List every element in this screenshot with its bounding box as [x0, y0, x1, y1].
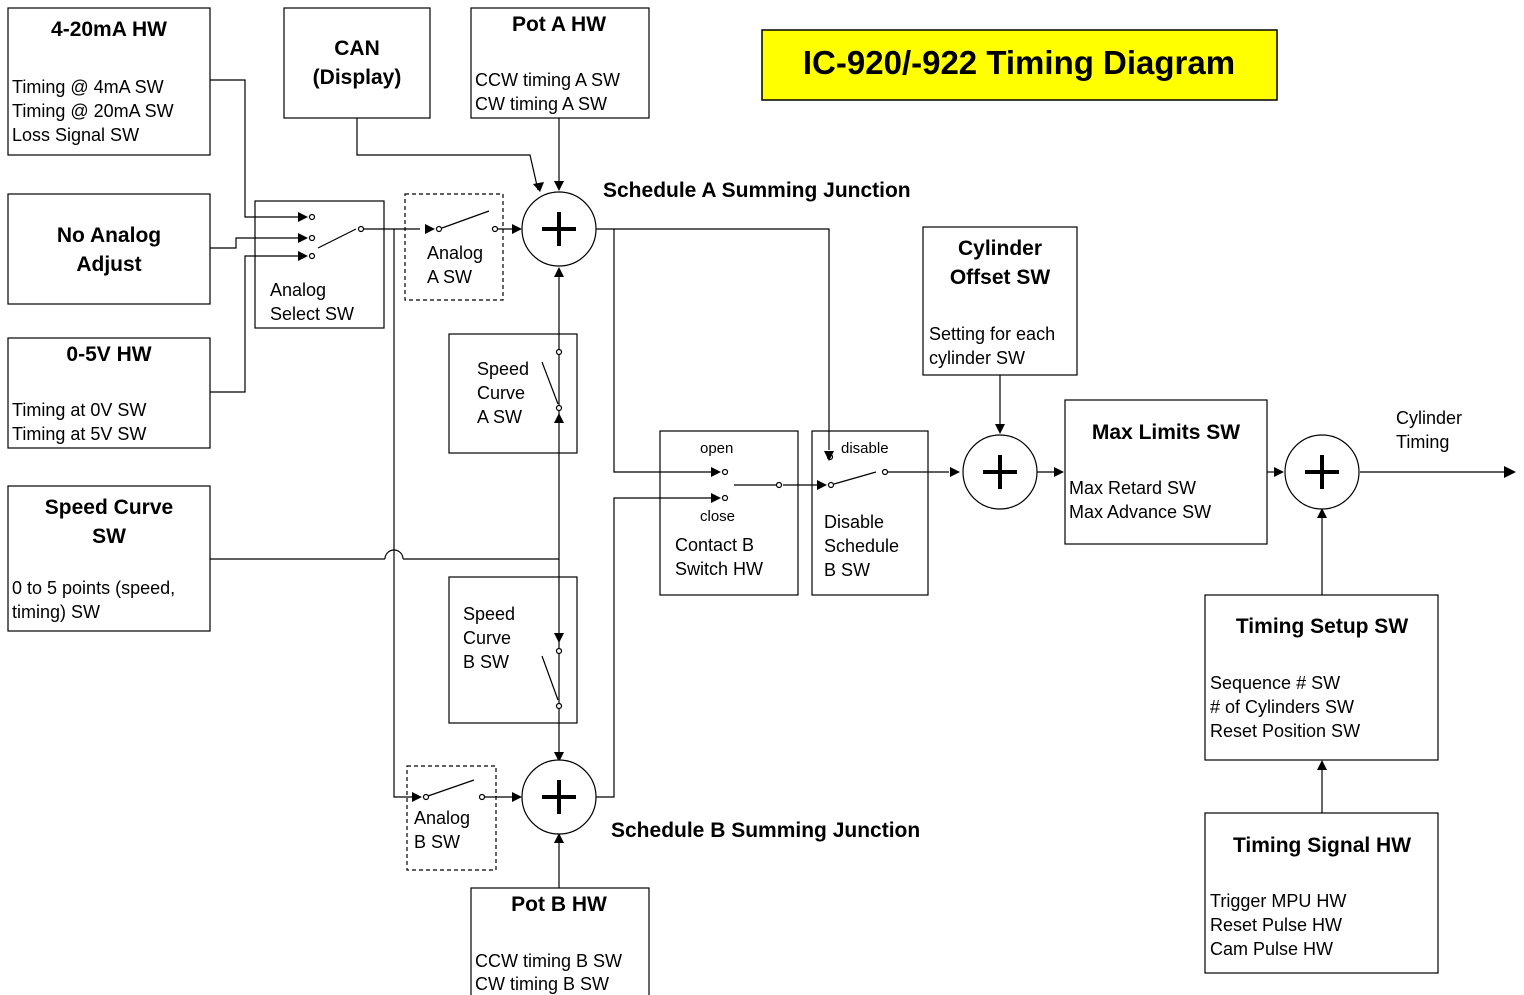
block-cylinder-offset: Cylinder Offset SW Setting for each cyli…: [922, 226, 1078, 376]
block-pot-a-line: CCW timing A SW: [475, 70, 620, 90]
switch-contacts: [308, 210, 889, 801]
block-0-5v-title: 0-5V HW: [66, 343, 151, 366]
block-pot-a-line: CW timing A SW: [475, 94, 607, 114]
block-analog-a: Analog A SW: [404, 193, 504, 301]
block-0-5v: 0-5V HW Timing at 0V SW Timing at 5V SW: [7, 337, 211, 449]
block-timing-setup-line: Sequence # SW: [1210, 673, 1340, 693]
block-analog-b: Analog B SW: [406, 765, 497, 871]
block-cylinder-offset-line: Setting for each: [929, 324, 1055, 344]
block-analog-b-line: B SW: [414, 832, 460, 852]
block-timing-signal-line: Trigger MPU HW: [1210, 891, 1346, 911]
block-timing-setup: Timing Setup SW Sequence # SW # of Cylin…: [1204, 594, 1439, 761]
block-speed-curve-b-line: B SW: [463, 652, 509, 672]
block-can-display: CAN (Display): [283, 7, 431, 119]
cylinder-timing-label: Timing: [1396, 432, 1449, 452]
diagram-title: IC-920/-922 Timing Diagram: [803, 44, 1235, 81]
block-max-limits: Max Limits SW Max Retard SW Max Advance …: [1064, 399, 1268, 545]
block-speed-curve-a: Speed Curve A SW: [448, 333, 578, 454]
block-contact-b-line: Switch HW: [675, 559, 763, 579]
block-analog-select-line: Analog: [270, 280, 326, 300]
block-4-20ma-line: Timing @ 4mA SW: [12, 77, 164, 97]
block-4-20ma: 4-20mA HW Timing @ 4mA SW Timing @ 20mA …: [7, 7, 211, 156]
block-pot-b-line: CW timing B SW: [475, 974, 609, 994]
block-speed-curve-a-line: Curve: [477, 383, 525, 403]
block-pot-b: Pot B HW CCW timing B SW CW timing B SW: [470, 887, 650, 995]
block-0-5v-line: Timing at 0V SW: [12, 400, 146, 420]
block-no-analog-title: No Analog: [57, 224, 161, 247]
block-timing-signal-line: Reset Pulse HW: [1210, 915, 1342, 935]
block-no-analog-title: Adjust: [76, 253, 141, 276]
block-cylinder-offset-line: cylinder SW: [929, 348, 1025, 368]
block-disable-line: B SW: [824, 560, 870, 580]
block-pot-b-line: CCW timing B SW: [475, 951, 622, 971]
block-max-limits-title: Max Limits SW: [1092, 421, 1240, 444]
block-pot-a: Pot A HW CCW timing A SW CW timing A SW: [470, 7, 650, 119]
block-timing-signal-line: Cam Pulse HW: [1210, 939, 1333, 959]
block-speed-curve-title: Speed Curve: [45, 496, 173, 519]
summing-junction-output: [1284, 434, 1360, 510]
block-timing-signal: Timing Signal HW Trigger MPU HW Reset Pu…: [1204, 812, 1439, 974]
block-timing-setup-line: Reset Position SW: [1210, 721, 1360, 741]
block-contact-b-line: Contact B: [675, 535, 754, 555]
block-max-limits-line: Max Advance SW: [1069, 502, 1211, 522]
block-can-title: CAN: [334, 37, 380, 60]
block-analog-a-line: Analog: [427, 243, 483, 263]
block-no-analog-adjust: No Analog Adjust: [7, 193, 211, 305]
block-speed-curve-line: timing) SW: [12, 602, 100, 622]
block-4-20ma-line: Timing @ 20mA SW: [12, 101, 174, 121]
block-pot-a-title: Pot A HW: [512, 13, 606, 36]
block-disable-line: Schedule: [824, 536, 899, 556]
block-contact-b: open close Contact B Switch HW: [659, 430, 799, 596]
block-speed-curve-line: 0 to 5 points (speed,: [12, 578, 175, 598]
contact-b-open-label: open: [700, 440, 733, 457]
summing-junction-b: [521, 759, 597, 835]
block-speed-curve-b-line: Curve: [463, 628, 511, 648]
block-timing-setup-title: Timing Setup SW: [1236, 615, 1408, 638]
block-cylinder-offset-title: Offset SW: [950, 266, 1051, 289]
block-0-5v-line: Timing at 5V SW: [12, 424, 146, 444]
schedule-b-junction-label: Schedule B Summing Junction: [611, 819, 920, 842]
block-speed-curve-a-line: Speed: [477, 359, 529, 379]
block-speed-curve-b: Speed Curve B SW: [448, 576, 578, 724]
contact-b-close-label: close: [700, 508, 735, 525]
block-analog-b-line: Analog: [414, 808, 470, 828]
block-timing-signal-title: Timing Signal HW: [1233, 834, 1411, 857]
block-speed-curve: Speed Curve SW 0 to 5 points (speed, tim…: [7, 485, 211, 632]
summing-junction-offset: [962, 434, 1038, 510]
block-timing-setup-line: # of Cylinders SW: [1210, 697, 1354, 717]
block-speed-curve-b-line: Speed: [463, 604, 515, 624]
block-analog-select-line: Select SW: [270, 304, 354, 324]
block-4-20ma-line: Loss Signal SW: [12, 125, 139, 145]
block-analog-a-line: A SW: [427, 267, 472, 287]
block-can-title: (Display): [313, 66, 402, 89]
summing-junction-a: [521, 191, 597, 267]
block-max-limits-line: Max Retard SW: [1069, 478, 1196, 498]
disable-label: disable: [841, 440, 889, 457]
title-banner: [761, 29, 1278, 101]
block-4-20ma-title: 4-20mA HW: [51, 18, 167, 41]
block-pot-b-title: Pot B HW: [511, 893, 607, 916]
block-analog-select: Analog Select SW: [254, 200, 385, 329]
schedule-a-junction-label: Schedule A Summing Junction: [603, 179, 911, 202]
cylinder-timing-label: Cylinder: [1396, 408, 1462, 428]
block-speed-curve-a-line: A SW: [477, 407, 522, 427]
arrowheads: [298, 181, 1516, 843]
block-cylinder-offset-title: Cylinder: [958, 237, 1042, 260]
block-disable-line: Disable: [824, 512, 884, 532]
block-speed-curve-title: SW: [92, 525, 126, 548]
